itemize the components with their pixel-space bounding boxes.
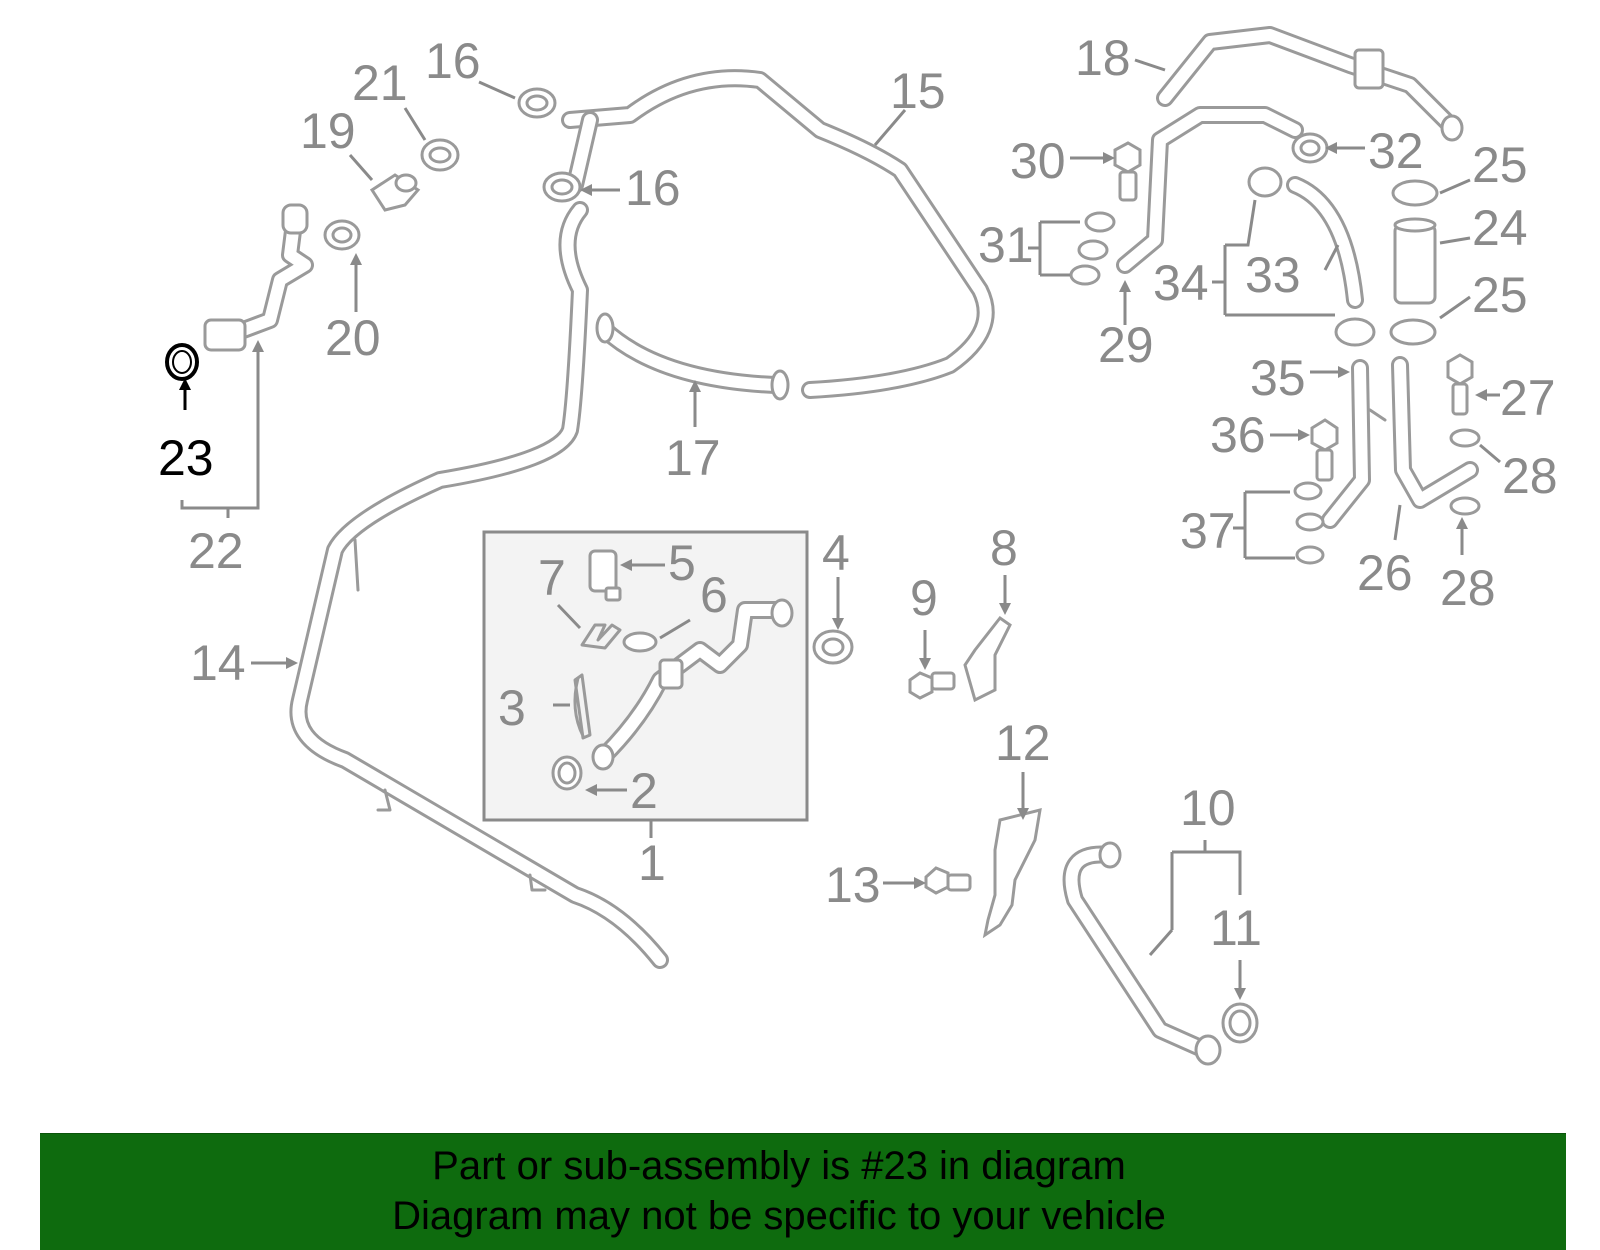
part-27-bolt[interactable] [1446,353,1474,416]
part-6-seal[interactable] [622,631,658,653]
part-7-clip[interactable] [580,623,622,650]
part-20-clamp[interactable] [323,219,361,251]
banner-part-note: Part or sub-assembly is #23 in diagram [432,1144,1126,1188]
label-2: 2 [630,763,658,819]
part-37-washers[interactable] [1293,481,1325,565]
label-28-upper: 28 [1502,448,1558,504]
part-25-clamp-lower[interactable] [1389,318,1437,346]
label-13: 13 [825,857,881,913]
label-7: 7 [538,550,566,606]
label-16-upper: 16 [425,33,481,89]
label-35: 35 [1250,350,1306,406]
part-32-clamp[interactable] [1291,132,1329,164]
label-21: 21 [352,55,408,111]
info-banner: Part or sub-assembly is #23 in diagram D… [40,1133,1566,1250]
label-33: 33 [1245,247,1301,303]
label-10: 10 [1180,780,1236,836]
part-25-clamp-upper[interactable] [1391,179,1439,207]
part-24-cylinder[interactable] [1393,217,1437,305]
part-11-o-ring[interactable] [1221,1002,1259,1044]
label-30: 30 [1010,133,1066,189]
part-13-bolt[interactable] [924,866,972,895]
label-37: 37 [1180,503,1236,559]
label-6: 6 [700,567,728,623]
label-34: 34 [1153,255,1209,311]
part-33-hose[interactable] [1286,176,1364,309]
part-1-pipe-assembly[interactable] [591,598,794,771]
label-32: 32 [1368,123,1424,179]
label-11: 11 [1210,900,1262,956]
part-36-bolt[interactable] [1310,418,1339,482]
part-18-pipe[interactable] [1156,26,1464,142]
part-30-bolt[interactable] [1113,141,1142,202]
part-17-hose[interactable] [595,312,790,401]
label-28-lower: 28 [1440,560,1496,616]
label-26: 26 [1357,545,1413,601]
assembly-1-inset [482,530,809,822]
part-31-washers[interactable] [1069,211,1116,286]
part-23-o-ring[interactable] [165,343,199,381]
part-22-pipe[interactable] [203,203,314,352]
part-34-clamps[interactable] [1247,166,1376,347]
part-5-sensor[interactable] [588,549,622,602]
part-15-hose[interactable] [561,69,995,399]
part-9-bolt[interactable] [908,671,956,700]
part-16-clamp-lower[interactable] [542,171,582,203]
part-8-bracket[interactable] [963,615,1012,703]
label-25-upper: 25 [1472,137,1528,193]
part-21-clamp[interactable] [420,138,460,172]
part-2-o-ring[interactable] [551,755,583,791]
label-8: 8 [990,520,1018,576]
part-28-washers[interactable] [1449,428,1481,516]
label-19: 19 [300,103,356,159]
label-25-lower: 25 [1472,267,1528,323]
label-24: 24 [1472,200,1528,256]
callout-labels: 23 22 14 19 21 16 16 20 17 15 7 5 6 3 2 … [158,30,1558,956]
label-36: 36 [1210,407,1266,463]
part-10-pipe[interactable] [1062,841,1222,1066]
label-16-lower: 16 [625,160,681,216]
part-12-bracket[interactable] [982,807,1042,939]
label-29: 29 [1098,317,1154,373]
label-3: 3 [498,680,526,736]
part-14-pipe[interactable] [289,201,669,969]
leader-lines [179,58,1501,1000]
part-4-clamp[interactable] [812,629,854,665]
label-23: 23 [158,430,214,486]
part-29-pipe[interactable] [1116,106,1304,274]
label-5: 5 [668,535,696,591]
label-15: 15 [890,63,946,119]
part-35-pipe[interactable] [1321,359,1387,529]
part-3-clip[interactable] [573,673,592,740]
label-1: 1 [638,835,666,891]
banner-disclaimer: Diagram may not be specific to your vehi… [392,1194,1166,1238]
label-12: 12 [995,715,1051,771]
label-18: 18 [1075,30,1131,86]
label-14: 14 [190,635,246,691]
label-22: 22 [188,523,244,579]
label-20: 20 [325,310,381,366]
label-17: 17 [665,430,721,486]
part-26-pipe[interactable] [1391,356,1479,509]
label-9: 9 [910,570,938,626]
part-16-clamp-upper[interactable] [517,87,557,119]
label-4: 4 [822,525,850,581]
label-27: 27 [1500,370,1556,426]
label-31: 31 [978,217,1034,273]
part-19-coupler[interactable] [369,173,421,212]
